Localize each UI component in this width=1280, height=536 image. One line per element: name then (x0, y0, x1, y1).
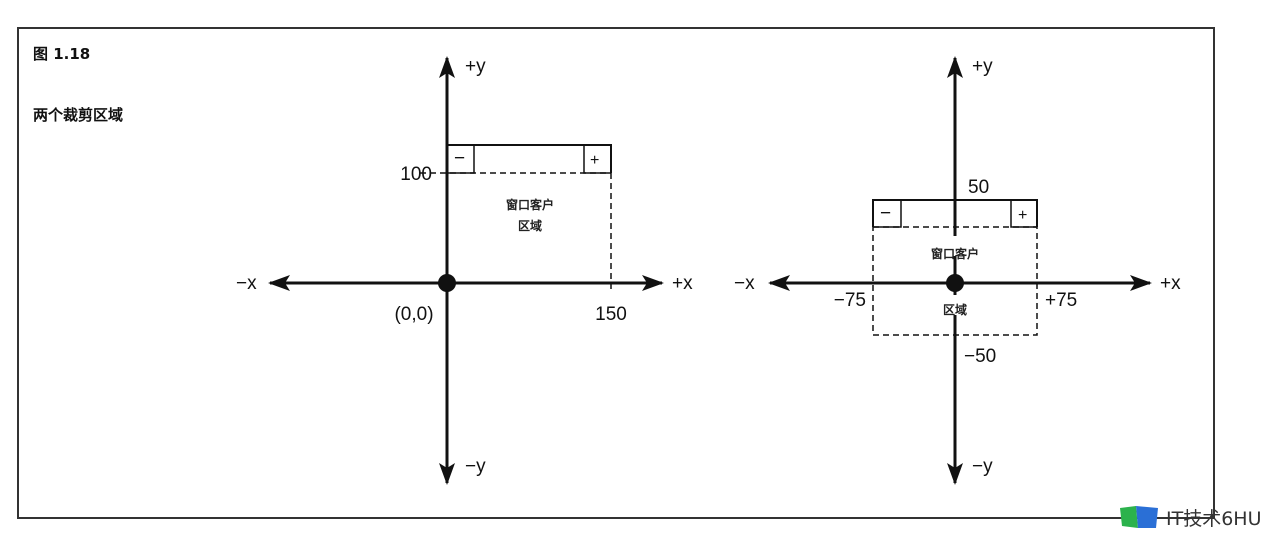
left-plus-x: +x (672, 273, 693, 294)
right-maximize-label: + (1018, 207, 1027, 224)
right-bottom-tick: −50 (964, 346, 996, 367)
left-minimize-label: − (454, 148, 465, 169)
left-origin-dot (438, 274, 456, 292)
right-right-tick: +75 (1045, 290, 1077, 311)
right-label-bg-2 (930, 295, 980, 315)
right-origin-dot (946, 274, 964, 292)
right-window-titlebar (872, 199, 1038, 227)
left-minus-x: −x (236, 273, 257, 294)
right-minimize-box (873, 200, 902, 228)
right-client-label-1: 窗口客户 (931, 246, 979, 261)
watermark-logo-icon (1120, 506, 1158, 528)
right-client-area (872, 226, 1038, 336)
left-origin-label: (0,0) (394, 304, 433, 325)
right-minus-y: −y (972, 456, 993, 477)
figure-frame (17, 27, 1215, 519)
right-minimize-label: − (880, 203, 891, 224)
left-y-tick: 100 (400, 164, 432, 185)
left-diagram: − + 窗口客户 区域 +y −y +x −x 100 (0,0) 150 (236, 56, 693, 485)
right-client-label-2: 区域 (943, 302, 967, 317)
figure-caption: 两个裁剪区域 (33, 106, 123, 124)
left-plus-y: +y (465, 56, 486, 77)
left-client-label-2: 区域 (518, 218, 542, 233)
right-left-tick: −75 (834, 290, 866, 311)
left-maximize-label: + (590, 152, 599, 169)
left-window-titlebar (446, 144, 612, 173)
left-minus-y: −y (465, 456, 486, 477)
right-label-bg-1 (912, 236, 998, 256)
left-x-tick: 150 (595, 304, 627, 325)
right-plus-y: +y (972, 56, 993, 77)
left-client-label-1: 窗口客户 (506, 197, 554, 212)
right-plus-x: +x (1160, 273, 1181, 294)
figure-number: 图 1.18 (33, 45, 90, 63)
watermark-text: IT技术6HU (1166, 507, 1262, 530)
watermark: IT技术6HU (1118, 502, 1262, 532)
right-diagram: − + 窗口客户 区域 +y −y +x −x 50 −50 −75 +75 (734, 56, 1181, 485)
right-minus-x: −x (734, 273, 755, 294)
right-top-tick: 50 (968, 177, 989, 198)
